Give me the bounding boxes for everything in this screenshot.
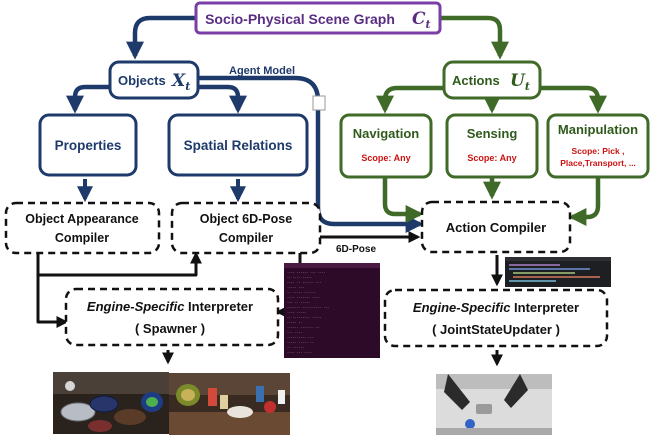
svg-text:Engine-Specific Interpreter: Engine-Specific Interpreter bbox=[87, 299, 253, 314]
title-symbol: C bbox=[412, 9, 426, 29]
edge-appearance-to-pose bbox=[36, 251, 202, 277]
svg-text:--- ----: --- ---- bbox=[287, 330, 302, 334]
sensing-label: Sensing bbox=[467, 126, 518, 141]
svg-text:---- -- ------ ---: ---- -- ------ --- bbox=[287, 280, 322, 284]
title-text: Socio-Physical Scene Graph bbox=[205, 11, 395, 27]
svg-text:---- --- ----: ---- --- ---- bbox=[287, 350, 312, 354]
action-compiler-node: Action Compiler bbox=[420, 200, 572, 254]
svg-text:---------- ---: ---------- --- bbox=[287, 335, 314, 339]
svg-text:--- -- -----: --- -- ----- bbox=[287, 300, 310, 304]
navigation-node: Navigation Scope: Any bbox=[339, 113, 433, 179]
manipulation-scope-line1: Scope: Pick , bbox=[572, 146, 625, 156]
svg-text:---- ------- ----: ---- ------- ---- bbox=[287, 295, 320, 299]
appearance-compiler-line1: Object Appearance bbox=[25, 212, 139, 226]
manipulation-scope-line2: Place,Transport, ... bbox=[560, 158, 636, 168]
agent-model-marker bbox=[312, 95, 326, 111]
appearance-compiler-node: Object Appearance Compiler bbox=[4, 201, 161, 255]
svg-text:---- -----: ---- ----- bbox=[287, 310, 306, 314]
svg-text:Ct: Ct bbox=[412, 9, 431, 31]
title-subscript: t bbox=[426, 18, 431, 31]
svg-text:----- ---: ----- --- bbox=[287, 285, 304, 289]
edge-manipulation-to-action-compiler bbox=[568, 178, 601, 226]
joint-updater-rest: Interpreter bbox=[510, 300, 579, 315]
svg-text:Engine-Specific Interpreter: Engine-Specific Interpreter bbox=[413, 300, 579, 315]
properties-label: Properties bbox=[55, 138, 122, 153]
sensing-node: Sensing Scope: Any bbox=[445, 113, 539, 179]
code-editor-screenshot bbox=[505, 257, 611, 287]
pose-compiler-node: Object 6D-Pose Compiler bbox=[170, 201, 322, 255]
scene-graph-title-box: Socio-Physical Scene Graph Ct bbox=[194, 1, 442, 35]
scene-image-plates bbox=[53, 372, 169, 434]
spawner-rest: Interpreter bbox=[184, 299, 253, 314]
spawner-interpreter-node: Engine-Specific Interpreter ( Spawner ) bbox=[64, 287, 280, 347]
actions-symbol: U bbox=[510, 71, 526, 91]
edge-agent-model-to-action-compiler bbox=[198, 75, 424, 233]
appearance-compiler-line2: Compiler bbox=[55, 231, 109, 245]
blue-edges bbox=[66, 15, 424, 233]
green-edges bbox=[376, 15, 607, 226]
edge-navigation-to-action-compiler bbox=[382, 178, 424, 223]
svg-text:-- ---- -----: -- ---- ----- bbox=[287, 275, 312, 279]
edge-actions-to-navigation bbox=[376, 85, 445, 114]
objects-subscript: t bbox=[185, 80, 190, 93]
navigation-label: Navigation bbox=[353, 126, 420, 141]
svg-text:----- ----- --: ----- ----- -- bbox=[287, 340, 314, 344]
scene-image-kitchen-table bbox=[169, 373, 290, 435]
svg-text:------ ------- --: ------ ------- -- bbox=[287, 325, 320, 329]
objects-label: Objects bbox=[118, 73, 166, 88]
terminal-screenshot: ---- ------ --- ---- -- ---- ----- ---- … bbox=[284, 263, 380, 358]
objects-symbol: X bbox=[171, 71, 186, 91]
edge-actions-to-manipulation bbox=[540, 85, 607, 114]
edge-title-to-actions bbox=[440, 15, 509, 60]
spawner-line2: ( Spawner ) bbox=[135, 321, 205, 336]
svg-text:Socio-Physical Scene Graph: Socio-Physical Scene Graph bbox=[205, 11, 395, 27]
blue-small-arrows bbox=[77, 179, 246, 203]
pose-edge-label: 6D-Pose bbox=[336, 244, 376, 255]
spawner-italic: Engine-Specific bbox=[87, 299, 185, 314]
manipulation-label: Manipulation bbox=[558, 122, 638, 137]
action-compiler-label: Action Compiler bbox=[446, 220, 546, 235]
svg-text:------- ---------- ---: ------- ---------- --- bbox=[287, 305, 329, 309]
svg-text:Ut: Ut bbox=[510, 71, 530, 93]
edge-objects-to-properties bbox=[66, 84, 112, 114]
manipulation-node: Manipulation Scope: Pick , Place,Transpo… bbox=[546, 113, 650, 179]
edge-title-to-objects bbox=[126, 15, 196, 60]
pose-compiler-line2: Compiler bbox=[219, 231, 273, 245]
svg-text:Xt: Xt bbox=[171, 71, 190, 93]
navigation-scope: Scope: Any bbox=[361, 153, 410, 163]
joint-updater-line2: ( JointStateUpdater ) bbox=[432, 322, 560, 337]
edge-objects-to-spatial bbox=[196, 84, 247, 114]
spatial-relations-label: Spatial Relations bbox=[184, 138, 293, 153]
agent-model-label: Agent Model bbox=[229, 65, 295, 77]
svg-text:-- ----- ------: -- ----- ------ bbox=[287, 290, 316, 294]
actions-label: Actions bbox=[452, 73, 500, 88]
robot-image bbox=[436, 374, 552, 435]
properties-node: Properties bbox=[38, 113, 138, 177]
pose-compiler-line1: Object 6D-Pose bbox=[200, 212, 292, 226]
joint-updater-italic: Engine-Specific bbox=[413, 300, 511, 315]
svg-text:-- --------- -----: -- --------- ----- bbox=[287, 315, 322, 319]
sensing-scope: Scope: Any bbox=[467, 153, 516, 163]
svg-text:-- ------: -- ------ bbox=[287, 345, 304, 349]
actions-subscript: t bbox=[525, 80, 530, 93]
svg-text:---- ------ --- ----: ---- ------ --- ---- bbox=[287, 270, 325, 274]
edge-appearance-to-spawner bbox=[36, 275, 69, 328]
spatial-relations-node: Spatial Relations bbox=[167, 113, 309, 177]
joint-updater-interpreter-node: Engine-Specific Interpreter ( JointState… bbox=[383, 288, 609, 348]
actions-node: Actions Ut bbox=[442, 60, 542, 100]
svg-text:----- --: ----- -- bbox=[287, 320, 302, 324]
objects-node: Objects Xt bbox=[108, 60, 200, 100]
